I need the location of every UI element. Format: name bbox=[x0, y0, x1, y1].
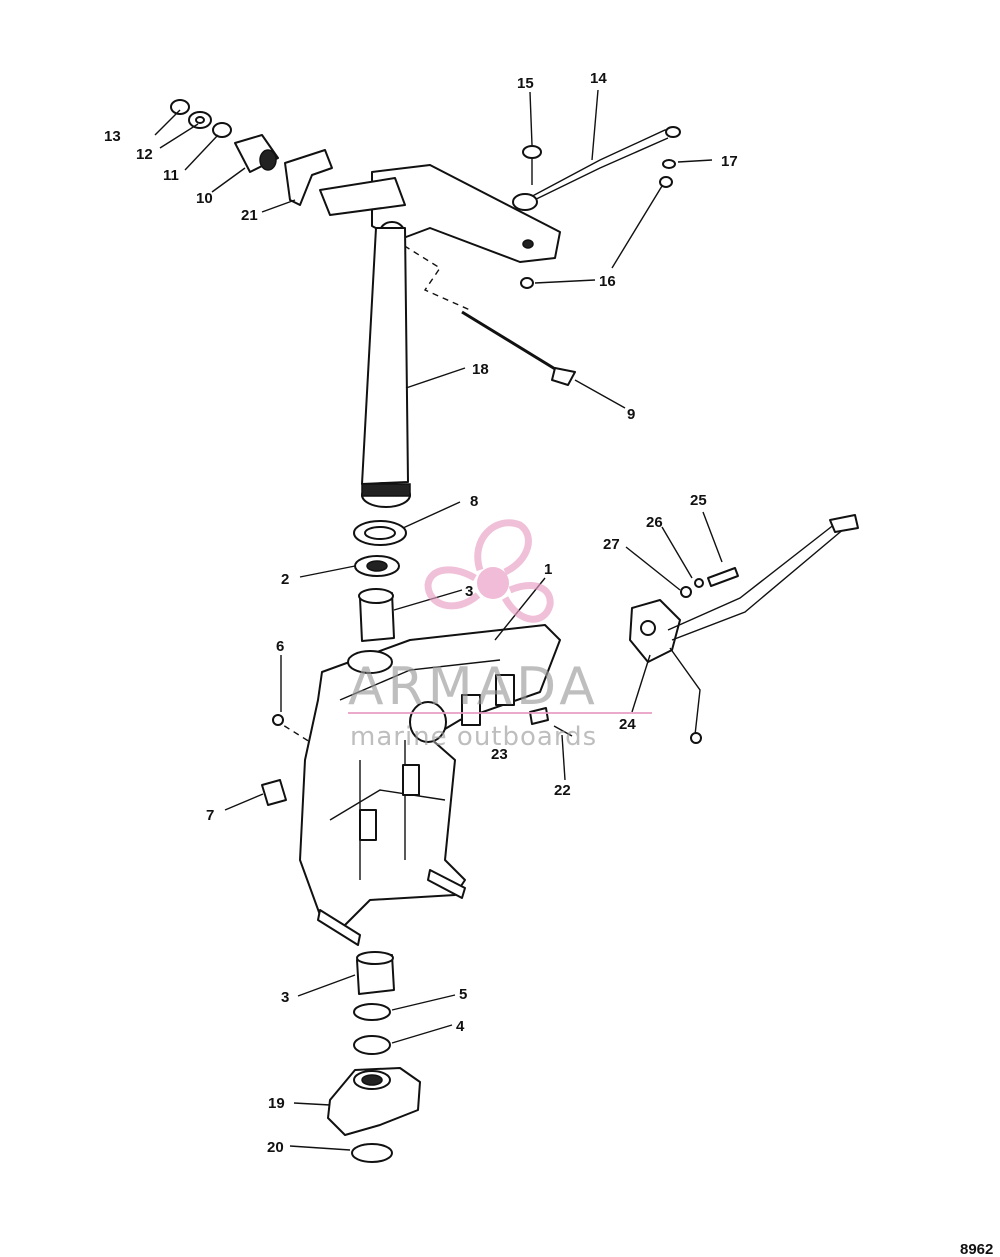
callout-11: 11 bbox=[163, 167, 179, 184]
callout-23: 23 bbox=[491, 746, 508, 763]
steering-tube bbox=[361, 227, 411, 508]
callout-24: 24 bbox=[619, 716, 636, 733]
lower-rings bbox=[351, 1003, 393, 1163]
callout-25: 25 bbox=[690, 492, 707, 509]
bushing-7 bbox=[261, 779, 287, 806]
upper-washers bbox=[353, 520, 407, 642]
callout-4: 4 bbox=[456, 1018, 465, 1035]
callout-3-upper: 3 bbox=[465, 583, 473, 600]
switch-assembly bbox=[629, 514, 859, 744]
callout-19: 19 bbox=[268, 1095, 285, 1112]
callout-21: 21 bbox=[241, 207, 258, 224]
callout-27: 27 bbox=[603, 536, 620, 553]
callout-22: 22 bbox=[554, 782, 571, 799]
link-rod-bolt bbox=[522, 145, 542, 185]
plate-21 bbox=[284, 149, 333, 206]
callout-numbers: 13 12 11 10 21 15 14 17 16 18 9 8 2 3 1 … bbox=[104, 70, 738, 1156]
watermark: ARMADA marine outboards bbox=[348, 519, 652, 752]
lower-bushing bbox=[356, 951, 395, 995]
steering-arm bbox=[319, 164, 561, 263]
propeller-logo bbox=[424, 519, 554, 623]
callout-20: 20 bbox=[267, 1139, 284, 1156]
callout-18: 18 bbox=[472, 361, 489, 378]
watermark-brand: ARMADA bbox=[348, 657, 599, 717]
figure-number: 8962 bbox=[960, 1241, 993, 1257]
callout-8: 8 bbox=[470, 493, 478, 510]
callout-12: 12 bbox=[136, 146, 153, 163]
bushing-stack bbox=[170, 99, 279, 173]
callout-9: 9 bbox=[627, 406, 635, 423]
callout-6: 6 bbox=[276, 638, 284, 655]
steering-link-rod bbox=[512, 126, 681, 211]
grease-fitting bbox=[272, 714, 284, 726]
steering-yoke bbox=[327, 1067, 421, 1136]
callout-10: 10 bbox=[196, 190, 213, 207]
callout-14: 14 bbox=[590, 70, 607, 87]
callout-26: 26 bbox=[646, 514, 663, 531]
callout-1: 1 bbox=[544, 561, 552, 578]
callout-2: 2 bbox=[281, 571, 289, 588]
small-nuts bbox=[520, 159, 676, 289]
callout-5: 5 bbox=[459, 986, 467, 1003]
callout-17: 17 bbox=[721, 153, 738, 170]
callout-7: 7 bbox=[206, 807, 214, 824]
leader-lines bbox=[154, 89, 723, 1151]
callout-13: 13 bbox=[104, 128, 121, 145]
callout-3-lower: 3 bbox=[281, 989, 289, 1006]
callout-16-lower: 16 bbox=[599, 273, 616, 290]
watermark-tagline: marine outboards bbox=[350, 722, 597, 752]
callout-15: 15 bbox=[517, 75, 534, 92]
through-bolt bbox=[461, 310, 576, 386]
